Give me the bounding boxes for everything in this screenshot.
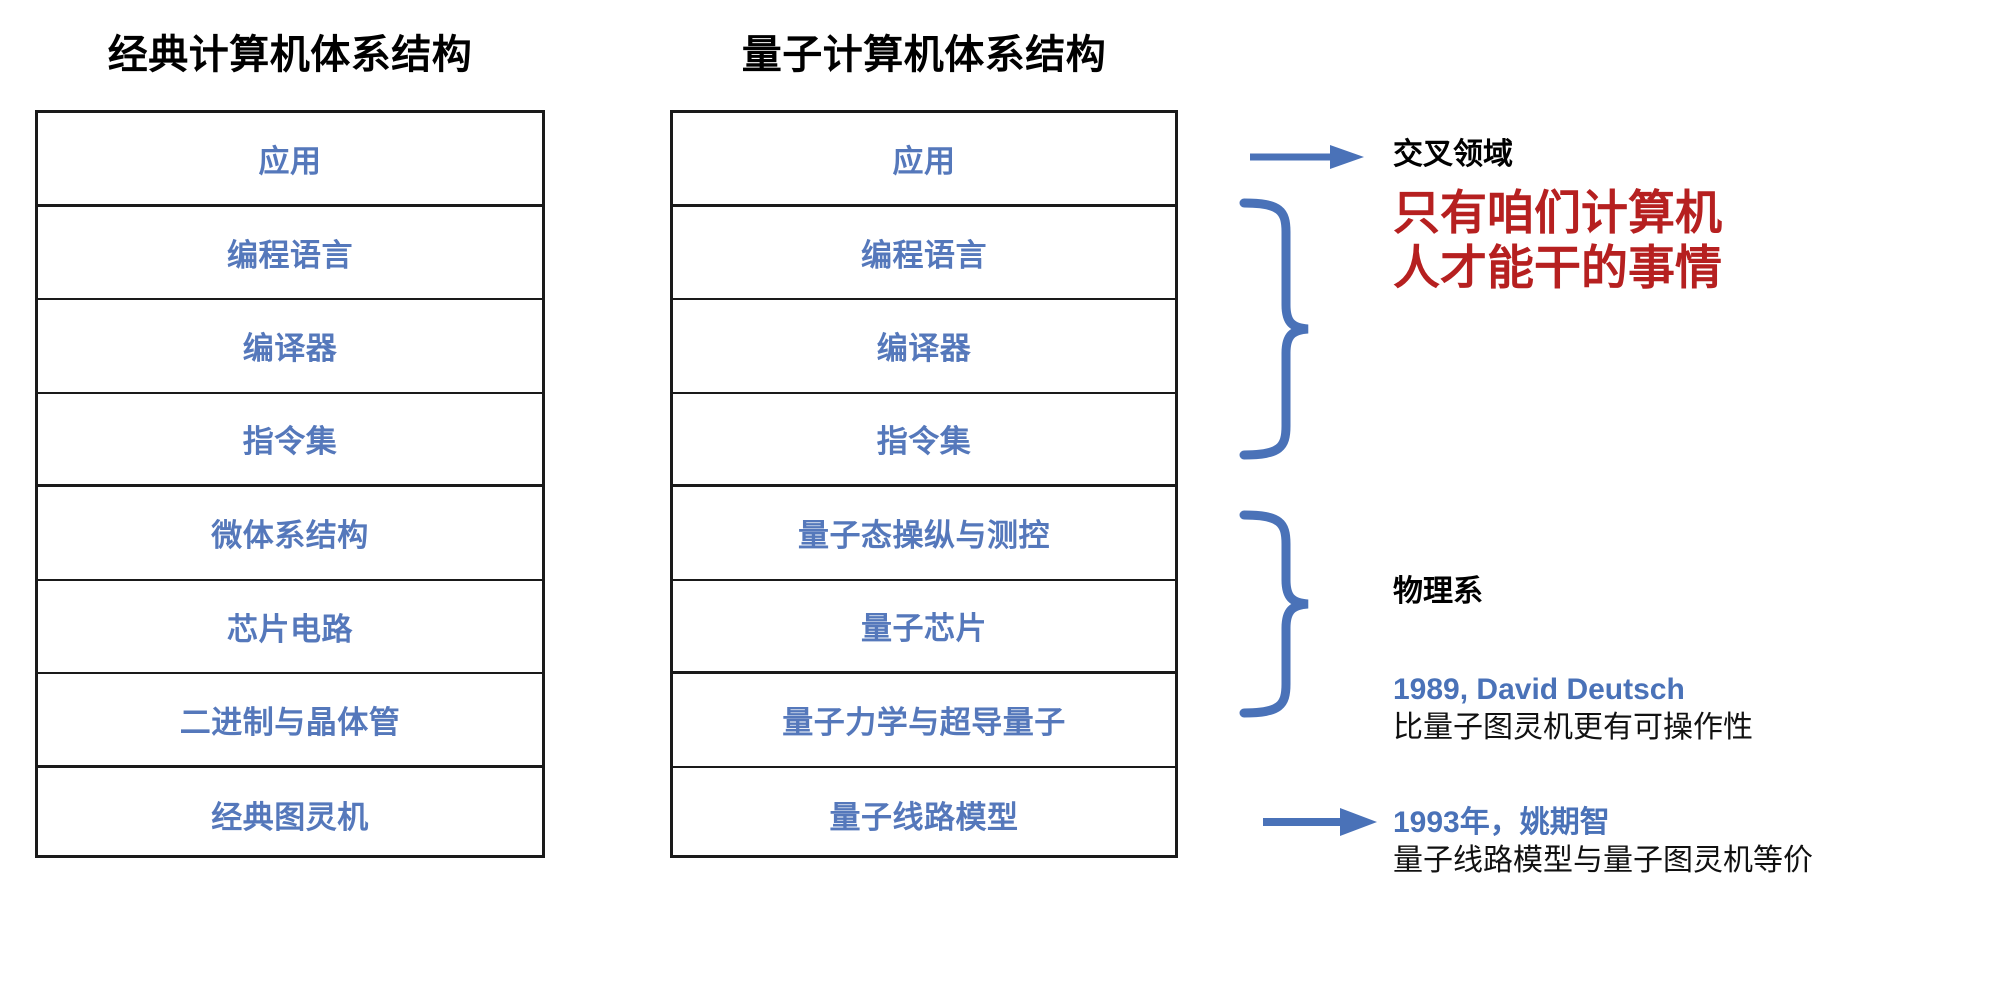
classic-layer-turing-machine: 经典图灵机 xyxy=(211,799,369,835)
classic-layer-binary-transistor: 二进制与晶体管 xyxy=(38,674,542,768)
annotation-yao-detail: 量子线路模型与量子图灵机等价 xyxy=(1393,844,1813,877)
quantum-layer-circuit-model: 量子线路模型 xyxy=(829,799,1019,835)
classic-layer-chip-circuit: 芯片电路 xyxy=(38,581,542,674)
quantum-layer-mechanics-superconducting: 量子力学与超导量子 xyxy=(673,674,1175,768)
classic-layer-programming-language: 编程语言 xyxy=(38,207,542,300)
annotation-cross-domain: 交叉领域 xyxy=(1393,138,1513,171)
annotation-red-line2: 人才能干的事情 xyxy=(1393,241,1722,295)
curly-brace-right-icon-lower xyxy=(1239,510,1309,718)
classic-layer-instruction-set: 指令集 xyxy=(38,394,542,487)
annotation-red-line1: 只有咱们计算机 xyxy=(1393,186,1722,239)
arrow-right-icon-bottom xyxy=(1263,808,1377,836)
classic-layer-compiler: 编译器 xyxy=(38,300,542,394)
annotation-physics-department: 物理系 xyxy=(1393,575,1483,608)
arrow-right-icon-top xyxy=(1250,145,1364,169)
annotation-red-highlight: 只有咱们计算机 人才能干的事情 xyxy=(1393,185,1722,296)
classic-architecture-title: 经典计算机体系结构 xyxy=(107,33,473,77)
quantum-layer-application: 应用 xyxy=(673,113,1175,207)
quantum-layer-programming-language: 编程语言 xyxy=(673,207,1175,300)
annotation-yao-heading: 1993年，姚期智 xyxy=(1393,806,1610,839)
quantum-layer-compiler: 编译器 xyxy=(673,300,1175,394)
quantum-layer-quantum-chip: 量子芯片 xyxy=(673,581,1175,674)
quantum-architecture-title: 量子计算机体系结构 xyxy=(741,33,1107,77)
quantum-architecture-stack: 应用 编程语言 编译器 指令集 量子态操纵与测控 量子芯片 量子力学与超导量子 … xyxy=(670,110,1178,858)
annotation-deutsch-heading: 1989, David Deutsch xyxy=(1393,673,1685,706)
classic-layer-microarchitecture: 微体系结构 xyxy=(38,487,542,581)
classic-layer-application: 应用 xyxy=(38,113,542,207)
classic-architecture-stack: 应用 编程语言 编译器 指令集 微体系结构 芯片电路 二进制与晶体管 经典图灵机 xyxy=(35,110,545,858)
curly-brace-right-icon-upper xyxy=(1239,198,1309,460)
quantum-layer-state-control: 量子态操纵与测控 xyxy=(673,487,1175,581)
quantum-layer-instruction-set: 指令集 xyxy=(673,394,1175,487)
annotation-deutsch-detail: 比量子图灵机更有可操作性 xyxy=(1393,711,1753,744)
